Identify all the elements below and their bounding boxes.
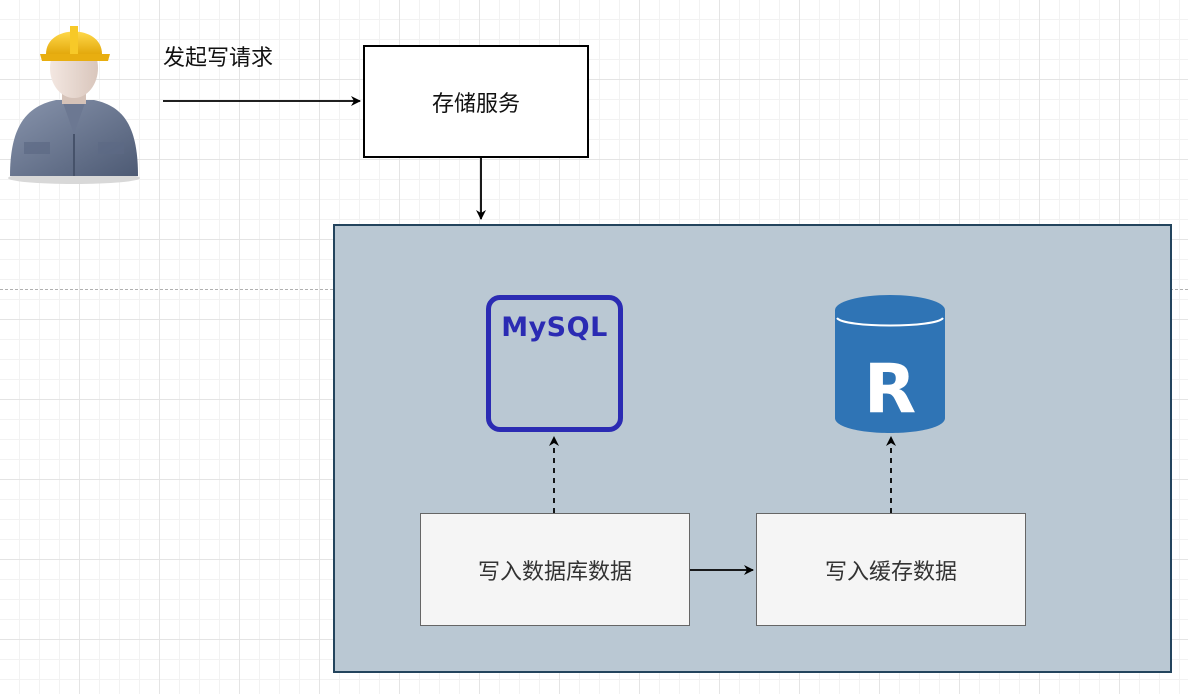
write-cache-box[interactable]: 写入缓存数据 [756,513,1026,626]
redis-cylinder-icon: R [835,295,945,433]
storage-service-box[interactable]: 存储服务 [363,45,589,158]
redis-letter: R [864,350,916,429]
request-label: 发起写请求 [163,46,274,71]
mysql-label: MySQL [501,312,608,343]
mysql-icon: MySQL [486,295,623,432]
worker-icon [8,26,140,184]
write-db-box[interactable]: 写入数据库数据 [420,513,690,626]
